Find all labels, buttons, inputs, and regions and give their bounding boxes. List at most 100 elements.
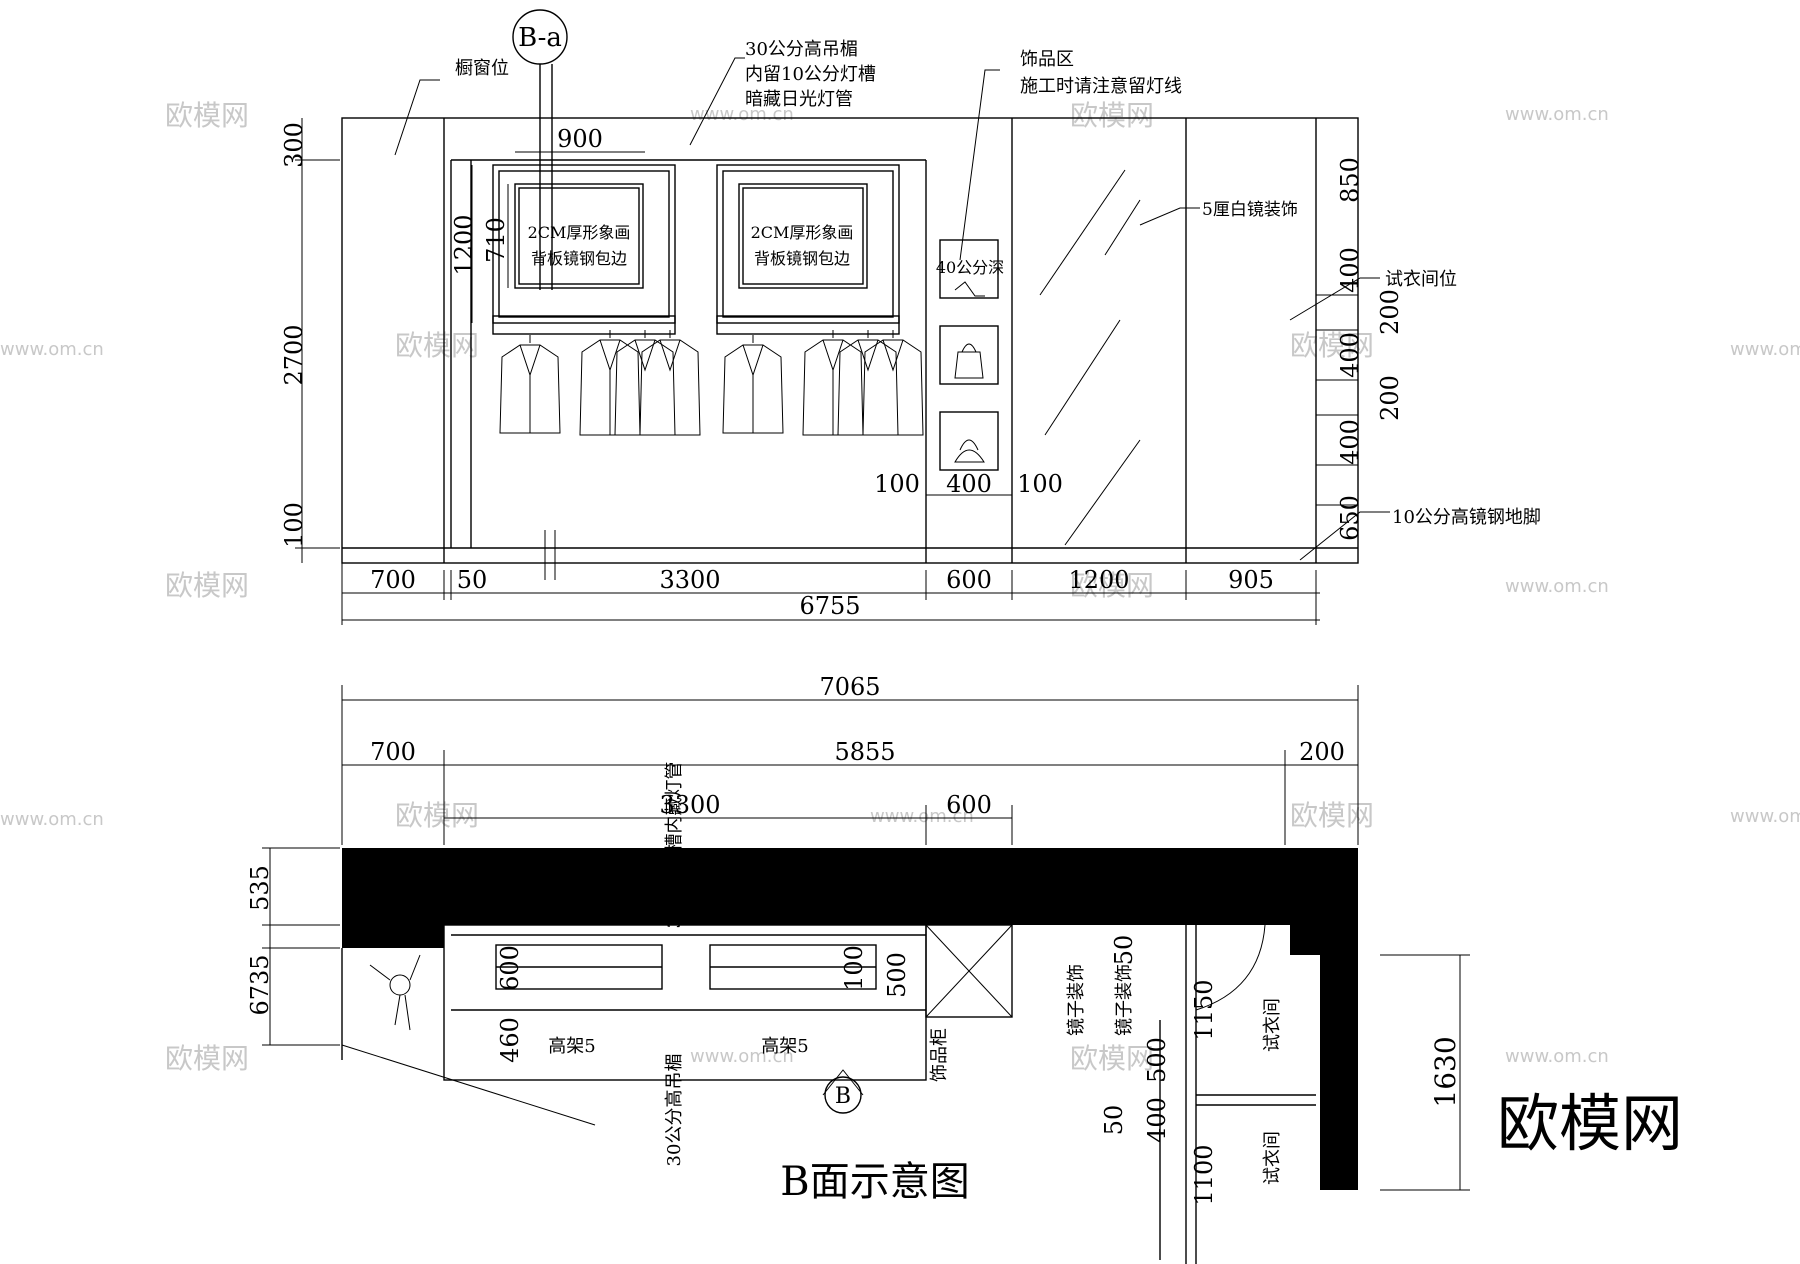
watermark-logo: 欧模网 xyxy=(165,99,249,132)
dim-label: 200 xyxy=(1376,375,1404,421)
dim-label: 400 xyxy=(1336,247,1364,293)
panel-text: 背板镜钢包边 xyxy=(754,249,850,268)
note-bulkhead: 暗藏日光灯管 xyxy=(745,89,853,110)
elevation-dimensions: 700 50 3300 600 1200 905 6755 300 2700 1… xyxy=(280,118,1404,625)
note-window: 橱窗位 xyxy=(455,58,509,79)
dim-label: 905 xyxy=(1228,566,1274,594)
note-bulkhead: 30公分高吊楣 xyxy=(745,39,858,60)
watermark-logo: 欧模网 xyxy=(165,1042,249,1075)
watermark-logo: 欧模网 xyxy=(395,329,479,362)
section-marker: B xyxy=(822,1069,864,1114)
panel-text: 2CM厚形象画 xyxy=(528,223,631,242)
dim-label: 700 xyxy=(370,738,416,766)
dim-label: 400 xyxy=(1143,1097,1171,1143)
note-mirror: 5厘白镜装饰 xyxy=(1202,200,1298,220)
image-panel-1: 2CM厚形象画 背板镜钢包边 xyxy=(492,164,676,335)
elevation-view: 2CM厚形象画 背板镜钢包边 2CM厚形象画 背板镜钢包边 xyxy=(280,9,1541,625)
dim-label: 700 xyxy=(370,566,416,594)
watermarks: 欧模网 欧模网 www.om.cn www.om.cn www.om.cn 欧模… xyxy=(0,99,1800,1075)
dim-label: 600 xyxy=(946,566,992,594)
dim-total: 6755 xyxy=(799,592,860,620)
elevation-outline xyxy=(341,117,1359,564)
dim-label: 1200 xyxy=(1068,566,1129,594)
leader-line xyxy=(394,79,440,156)
label-bulkhead: 30公分高吊楣 xyxy=(664,1054,685,1167)
image-panel-2: 2CM厚形象画 背板镜钢包边 xyxy=(716,164,900,335)
dim-label: 1150 xyxy=(1190,979,1218,1040)
rack-label: 高架5 xyxy=(548,1036,595,1057)
section-marker-label: B xyxy=(835,1084,851,1109)
watermark-logo: 欧模网 xyxy=(1290,329,1374,362)
dim-label: 50 xyxy=(457,566,488,594)
watermark-big-logo: 欧模网 xyxy=(1497,1087,1683,1160)
dim-label: 100 xyxy=(1017,470,1063,498)
dim-label: 710 xyxy=(482,217,510,263)
plan-dimensions: 7065 700 5855 200 3300 600 535 6735 600 … xyxy=(246,673,1470,1206)
wall xyxy=(342,848,1358,1190)
dim-label: 200 xyxy=(1299,738,1345,766)
dim-label: 1200 xyxy=(450,214,478,275)
watermark-url: www.om.cn xyxy=(1730,806,1800,827)
dim-label: 5855 xyxy=(834,738,895,766)
watermark-logo: 欧模网 xyxy=(1290,799,1374,832)
dim-label: 6735 xyxy=(246,954,274,1015)
accessory-shelves: 40公分深 xyxy=(936,239,1004,471)
watermark-logo: 欧模网 xyxy=(395,799,479,832)
shelf-depth-note: 40公分深 xyxy=(936,258,1004,277)
note-accessory: 饰品区 xyxy=(1020,49,1074,70)
dim-label: 3300 xyxy=(659,791,720,819)
leader-line xyxy=(1299,511,1390,561)
dim-label: 650 xyxy=(1336,495,1364,541)
ref-bubble-label: B-a xyxy=(518,23,562,53)
watermark-logo: 欧模网 xyxy=(1070,1042,1154,1075)
dim-label: 200 xyxy=(1376,289,1404,335)
watermark-logo: 欧模网 xyxy=(165,569,249,602)
note-bulkhead: 内留10公分灯槽 xyxy=(745,64,876,85)
dim-label: 500 xyxy=(1143,1037,1171,1083)
bag-icon xyxy=(954,343,984,379)
watermark-url: www.om.cn xyxy=(870,806,974,827)
dim-label: 400 xyxy=(1336,332,1364,378)
dim-label: 850 xyxy=(1336,157,1364,203)
watermark-url: www.om.cn xyxy=(690,1046,794,1067)
accessory-cabinet xyxy=(925,924,1013,1018)
label-accessory-cabinet: 饰品柜 xyxy=(929,1028,950,1082)
note-fitting: 试衣间位 xyxy=(1385,269,1457,290)
watermark-url: www.om.cn xyxy=(1505,576,1609,597)
hanging-clothes xyxy=(499,330,924,436)
mirror-hatch xyxy=(1039,169,1141,546)
leader-line xyxy=(1139,207,1200,226)
dim-label: 535 xyxy=(246,865,274,911)
plan-title: B面示意图 xyxy=(780,1159,969,1205)
watermark-url: www.om.cn xyxy=(0,809,104,830)
dim-label: 460 xyxy=(496,1017,524,1063)
watermark-logo: 欧模网 xyxy=(1070,569,1154,602)
note-kick: 10公分高镜钢地脚 xyxy=(1392,507,1541,528)
leader-line xyxy=(689,57,745,146)
watermark-logo: 欧模网 xyxy=(1070,99,1154,132)
dim-label: 7065 xyxy=(819,673,880,701)
window-line xyxy=(341,1044,596,1126)
dim-label: 50 xyxy=(1110,935,1138,966)
dim-label: 2700 xyxy=(280,324,308,385)
watermark-url: www.om.cn xyxy=(690,104,794,125)
dim-label: 100 xyxy=(280,502,308,548)
door-swing xyxy=(1195,924,1266,1011)
watermark-url: www.om.cn xyxy=(0,339,104,360)
dim-label: 300 xyxy=(280,122,308,168)
dim-label: 600 xyxy=(496,945,524,991)
plan-view: B B面示意图 30公分灯槽内藏灯管 30公分高吊楣 高架5 高架5 饰品柜 镜… xyxy=(246,673,1470,1264)
leader-line xyxy=(959,69,1000,261)
dim-label: 50 xyxy=(1100,1105,1128,1136)
ref-bubble: B-a xyxy=(512,9,568,290)
watermark-url: www.om.cn xyxy=(1505,104,1609,125)
label-fitting-room: 试衣间 xyxy=(1262,1131,1283,1185)
bag-icon xyxy=(954,439,985,463)
dim-label: 1100 xyxy=(1190,1144,1218,1205)
watermark-url: www.om.cn xyxy=(1730,339,1800,360)
label-bulkhead-light: 30公分灯槽内藏灯管 xyxy=(664,762,685,929)
dim-label: 100 xyxy=(874,470,920,498)
dim-label: 400 xyxy=(946,470,992,498)
rack-label: 高架5 xyxy=(761,1036,808,1057)
leader-line xyxy=(1289,277,1380,321)
